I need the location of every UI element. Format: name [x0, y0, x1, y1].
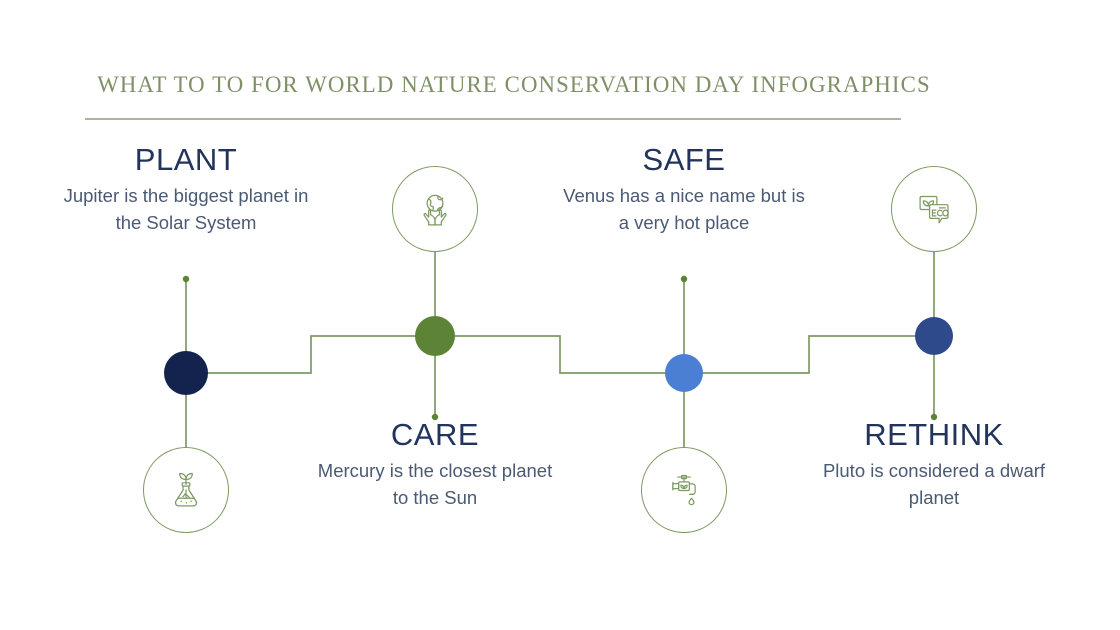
- step-heading-2: CARE: [390, 417, 480, 452]
- path-step-1-to-2: [186, 335, 420, 374]
- milestone-dot-step-1[interactable]: [164, 351, 208, 395]
- icon-circle-step-3[interactable]: [641, 447, 727, 533]
- terminal-dot-step-1: [182, 275, 190, 283]
- step-heading-4: RETHINK: [864, 417, 1004, 452]
- milestone-dot-step-3[interactable]: [665, 354, 703, 392]
- icon-circle-step-1[interactable]: [143, 447, 229, 533]
- eco-label-icon: [919, 195, 949, 224]
- terminal-dot-step-3: [680, 275, 688, 283]
- step-body-4: Pluto is considered a dwarf planet: [822, 460, 1046, 508]
- step-block-2: CARE Mercury is the closest planet to th…: [310, 418, 560, 511]
- stem-terminal-dots: [182, 275, 938, 421]
- step-block-3: SAFE Venus has a nice name but is a very…: [559, 143, 809, 236]
- step-body-1: Jupiter is the biggest planet in the Sol…: [63, 185, 309, 233]
- step-body-3: Venus has a nice name but is a very hot …: [563, 185, 805, 233]
- step-heading-1: PLANT: [134, 142, 238, 177]
- title-divider: [85, 118, 901, 120]
- seedling-flask-icon: [174, 472, 198, 507]
- page-title: WHAT TO TO FOR WORLD NATURE CONSERVATION…: [97, 72, 931, 98]
- icon-circle-step-4[interactable]: [891, 166, 977, 252]
- icon-circle-step-2[interactable]: [392, 166, 478, 252]
- milestone-dot-step-2[interactable]: [415, 316, 455, 356]
- hands-holding-earth-icon: [423, 194, 447, 226]
- milestone-dot-step-4[interactable]: [915, 317, 953, 355]
- step-block-1: PLANT Jupiter is the biggest planet in t…: [61, 143, 311, 236]
- path-step-2-to-3: [435, 335, 670, 374]
- water-faucet-icon: [672, 474, 696, 506]
- step-body-2: Mercury is the closest planet to the Sun: [317, 460, 553, 508]
- step-block-4: RETHINK Pluto is considered a dwarf plan…: [809, 418, 1059, 511]
- path-step-3-to-4: [684, 335, 919, 374]
- step-heading-3: SAFE: [642, 142, 726, 177]
